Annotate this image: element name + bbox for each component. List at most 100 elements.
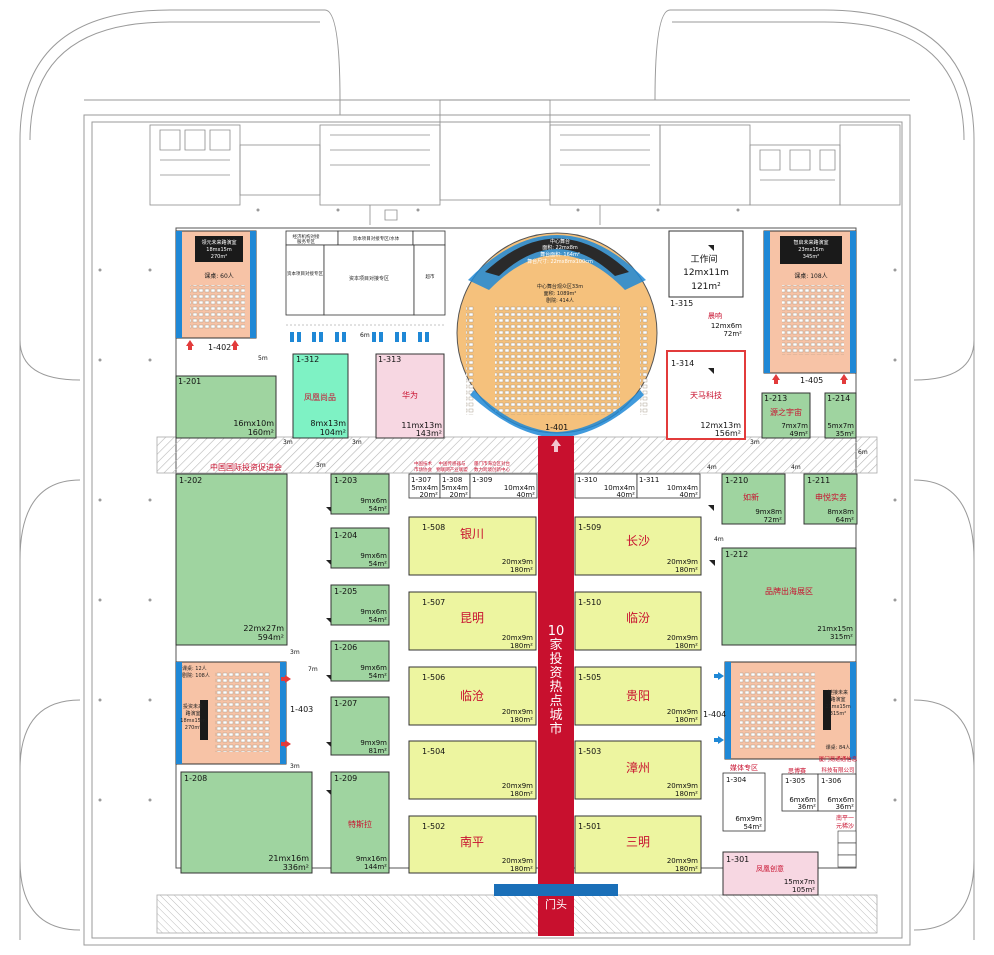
- booth-1-210-name: 如新: [743, 492, 759, 502]
- booth-1-502-id: 1-502: [422, 822, 445, 831]
- entrance-arrow-icon: [551, 439, 561, 452]
- booth-1-201[interactable]: [175, 375, 277, 439]
- booth-1-306-area: 36m²: [835, 803, 854, 811]
- booth-1-509[interactable]: [574, 516, 702, 576]
- booth-1-211[interactable]: [803, 473, 858, 525]
- booth-1-214[interactable]: [824, 392, 857, 439]
- booth-1-307-size: 5mx4m: [411, 484, 438, 492]
- booth-1-309[interactable]: [469, 473, 538, 499]
- booth-1-502-name: 南平: [460, 834, 484, 849]
- booth-1-510[interactable]: [574, 591, 702, 651]
- booth-1-315-name: 晨响: [708, 311, 722, 320]
- booth-1-309-id: 1-309: [472, 476, 492, 484]
- booth-1-509-area: 180m²: [675, 566, 698, 574]
- booth-1-304-id: 1-304: [726, 776, 747, 784]
- center-stage[interactable]: [456, 232, 658, 438]
- booth-1-506[interactable]: [408, 666, 537, 726]
- booth-1-201-size: 16mx10m: [233, 419, 274, 428]
- building-shell: [19, 9, 975, 946]
- booth-1-504-id: 1-504: [422, 747, 445, 756]
- marker-icon: [326, 245, 715, 795]
- booth-1-314[interactable]: [666, 350, 746, 440]
- booth-1-205-area: 54m²: [368, 616, 387, 624]
- booth-1-213[interactable]: [761, 392, 811, 439]
- booth-1-308[interactable]: [439, 473, 471, 499]
- booth-1-307-area: 20m²: [419, 491, 438, 499]
- booth-1-505[interactable]: [574, 666, 702, 726]
- roadshow-room-right-top[interactable]: [763, 230, 857, 374]
- booth-1-203[interactable]: [330, 473, 390, 515]
- group-label: 中国技术: [414, 460, 432, 467]
- booth-1-304-area: 54m²: [743, 823, 762, 831]
- booth-1-502[interactable]: [408, 815, 537, 874]
- roadshow-room-left-top[interactable]: [175, 230, 257, 339]
- central-red-corridor[interactable]: [538, 436, 574, 936]
- roadshow-room-left-top-area: 270m²: [211, 254, 227, 260]
- booth-1-509-id: 1-509: [578, 523, 601, 532]
- stage-label: 面积: 22mx8m: [542, 244, 578, 251]
- roadshow-room-left-mid-title: 投资未来: [183, 703, 203, 710]
- booth-1-307-id: 1-307: [411, 476, 431, 484]
- roadshow-room-right-mid-seats: 课桌: 84人: [826, 744, 851, 751]
- booth-1-210-id: 1-210: [725, 476, 748, 485]
- booth-1-301-area: 105m²: [792, 886, 815, 894]
- booth-1-314-id: 1-314: [671, 359, 694, 368]
- capital-project-area[interactable]: [285, 230, 446, 316]
- booth-1-312[interactable]: [292, 353, 349, 439]
- booth-1-209-size: 9mx16m: [356, 855, 387, 863]
- booth-1-214-id: 1-214: [827, 394, 850, 403]
- booth-1-206[interactable]: [330, 640, 390, 682]
- width-label: 3m: [352, 439, 362, 446]
- booth-1-510-id: 1-510: [578, 598, 601, 607]
- booth-1-306-id: 1-306: [821, 777, 842, 785]
- booth-1-203-area: 54m²: [368, 505, 387, 513]
- booth-1-301[interactable]: [722, 851, 819, 896]
- booth-1-508[interactable]: [408, 516, 537, 576]
- booth-1-205[interactable]: [330, 584, 390, 626]
- booth-1-315-size: 12mx6m: [711, 322, 742, 330]
- roadshow-room-left-mid-seats: 课桌: 12人: [182, 665, 207, 672]
- booth-1-305[interactable]: [781, 773, 819, 812]
- booth-1-313[interactable]: [375, 353, 445, 439]
- booth-1-314-area: 156m²: [715, 429, 741, 438]
- booth-1-208[interactable]: [180, 771, 313, 874]
- group-label: 物联网产业联盟: [436, 466, 468, 473]
- roadshow-room-right-mid[interactable]: [724, 661, 857, 760]
- nanping-label: 南平一: [836, 814, 854, 822]
- booth-1-205-id: 1-205: [334, 587, 357, 596]
- media-label: 媒体专区: [730, 763, 758, 772]
- booth-1-306[interactable]: [817, 773, 857, 812]
- booth-1-202[interactable]: [175, 473, 288, 646]
- booth-1-311[interactable]: [636, 473, 701, 499]
- work-room[interactable]: [668, 230, 744, 298]
- booth-1-212-name: 品牌出海展区: [765, 586, 813, 596]
- booth-1-304[interactable]: [722, 772, 766, 832]
- booth-1-304-size: 6mx9m: [735, 815, 762, 823]
- booth-1-204[interactable]: [330, 527, 390, 569]
- booth-1-209[interactable]: [330, 771, 390, 874]
- booth-1-503-name: 漳州: [626, 760, 650, 775]
- booth-1-403-id: 1-403: [290, 705, 313, 714]
- booth-1-208-id: 1-208: [184, 774, 207, 783]
- booth-1-504[interactable]: [408, 740, 537, 800]
- roadshow-room-right-top-size: 23mx15m: [798, 247, 824, 253]
- roadshow-room-left-mid-title: 路演室: [185, 710, 200, 717]
- booth-1-205-size: 9mx6m: [360, 608, 387, 616]
- roadshow-room-left-mid[interactable]: [175, 661, 287, 765]
- booth-1-501-size: 20mx9m: [667, 857, 698, 865]
- booth-1-212[interactable]: [721, 547, 857, 646]
- booth-1-214-size: 5mx7m: [827, 422, 854, 430]
- booth-1-309-area: 40m²: [516, 491, 535, 499]
- booth-1-310[interactable]: [574, 473, 638, 499]
- booth-1-207[interactable]: [330, 696, 390, 756]
- booth-1-501[interactable]: [574, 815, 702, 874]
- table-row-decor: [290, 332, 429, 342]
- booth-1-210[interactable]: [721, 473, 786, 525]
- booth-1-507[interactable]: [408, 591, 537, 651]
- stage-label: 舞台面积: 164m²: [540, 251, 580, 258]
- booth-1-503[interactable]: [574, 740, 702, 800]
- booth-1-311-area: 40m²: [679, 491, 698, 499]
- stage-label: 中心舞台: [550, 238, 570, 245]
